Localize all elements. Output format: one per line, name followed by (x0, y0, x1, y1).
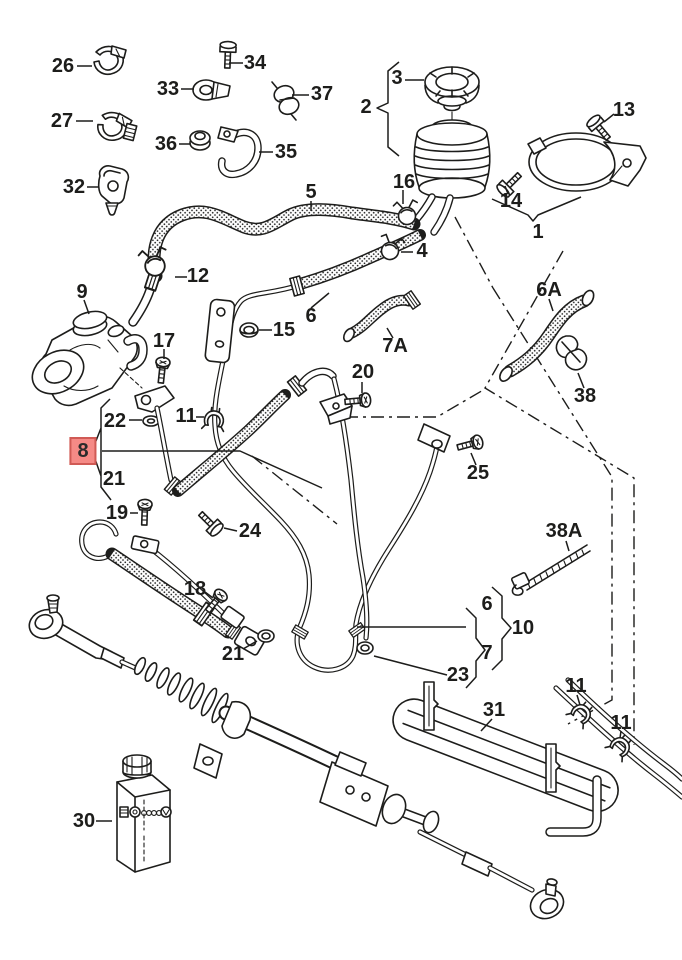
reservoir-cap (424, 66, 480, 122)
banjo-bracket-pump (134, 385, 175, 413)
hose-6a (499, 289, 595, 382)
callout-11-cooler-2[interactable]: 11 (610, 712, 632, 734)
callout-6a[interactable]: 6A (536, 279, 562, 301)
callout-33[interactable]: 33 (156, 78, 180, 100)
hook-bracket-35 (217, 126, 262, 179)
hose-clamp-27 (94, 108, 138, 145)
callout-21-pump[interactable]: 21 (102, 468, 126, 490)
callout-14[interactable]: 14 (499, 190, 523, 212)
clip-38 (555, 335, 588, 371)
callout-19[interactable]: 19 (105, 502, 129, 524)
callout-38[interactable]: 38 (573, 385, 597, 407)
callout-2[interactable]: 2 (360, 96, 372, 118)
screw-17 (153, 355, 172, 385)
bolt-34 (218, 40, 238, 70)
reservoir-clamp-ring (527, 132, 647, 192)
callout-11-cooler-1[interactable]: 11 (565, 675, 587, 697)
cable-tie-38a (510, 544, 591, 596)
callout-16[interactable]: 16 (392, 171, 416, 193)
fluid-cooler-31 (392, 681, 619, 813)
bottle-label-icons (119, 806, 172, 818)
callout-34[interactable]: 34 (243, 52, 267, 74)
callout-20[interactable]: 20 (351, 361, 375, 383)
pipe-bracket-15 (204, 298, 259, 364)
callout-11-pump[interactable]: 11 (175, 405, 197, 427)
callout-35[interactable]: 35 (274, 141, 298, 163)
snap-ring-21 (257, 629, 275, 643)
supply-hose-5 (128, 203, 421, 327)
leader-lines (76, 62, 622, 822)
callout-6-group[interactable]: 6 (481, 593, 493, 615)
callout-24[interactable]: 24 (238, 520, 262, 542)
screw-19 (136, 498, 153, 527)
callout-3[interactable]: 3 (391, 67, 403, 89)
callout-5[interactable]: 5 (305, 181, 317, 203)
callout-22[interactable]: 22 (103, 410, 127, 432)
callout-23[interactable]: 23 (446, 664, 470, 686)
callout-7a[interactable]: 7A (382, 335, 408, 357)
callout-13[interactable]: 13 (612, 99, 636, 121)
callout-32[interactable]: 32 (62, 176, 86, 198)
callout-15[interactable]: 15 (272, 319, 296, 341)
callout-10[interactable]: 10 (511, 617, 535, 639)
reservoir-body (412, 119, 491, 236)
hose-7a (342, 290, 422, 343)
pressure-hose-8 (154, 367, 374, 655)
callout-31[interactable]: 31 (482, 699, 506, 721)
clip-32 (97, 165, 130, 216)
callout-25[interactable]: 25 (466, 462, 490, 484)
bracket-clamp-33 (192, 79, 231, 101)
callout-12[interactable]: 12 (186, 265, 210, 287)
grouping-braces (93, 61, 582, 689)
rack-hose-loop (79, 519, 266, 656)
mounting-bracket-20 (319, 391, 372, 425)
spring-clip-37 (271, 81, 300, 121)
callout-7-group[interactable]: 7 (481, 642, 493, 664)
callout-37[interactable]: 37 (310, 83, 334, 105)
callout-38a[interactable]: 38A (545, 520, 583, 542)
callout-4[interactable]: 4 (416, 240, 428, 262)
hose-clamp-26 (93, 45, 127, 76)
callout-8-highlighted[interactable]: 8 (69, 437, 97, 465)
seal-washer-22 (142, 415, 160, 427)
callout-18[interactable]: 18 (183, 578, 207, 600)
callout-27[interactable]: 27 (50, 110, 74, 132)
callout-6-upper[interactable]: 6 (305, 305, 317, 327)
union-fitting-25 (417, 423, 486, 455)
callout-17[interactable]: 17 (152, 330, 176, 352)
cooler-pipes (545, 677, 682, 837)
callout-21-rack[interactable]: 21 (221, 643, 245, 665)
callout-1[interactable]: 1 (532, 221, 544, 243)
nut-36 (189, 130, 211, 151)
steering-rack (28, 594, 565, 920)
callout-36[interactable]: 36 (154, 133, 178, 155)
power-steering-pump (31, 310, 148, 407)
callout-30[interactable]: 30 (72, 810, 96, 832)
bolt-24 (194, 507, 226, 539)
hydraulic-fluid-bottle-30 (116, 754, 172, 873)
callout-26[interactable]: 26 (51, 55, 75, 77)
callout-9[interactable]: 9 (76, 281, 88, 303)
